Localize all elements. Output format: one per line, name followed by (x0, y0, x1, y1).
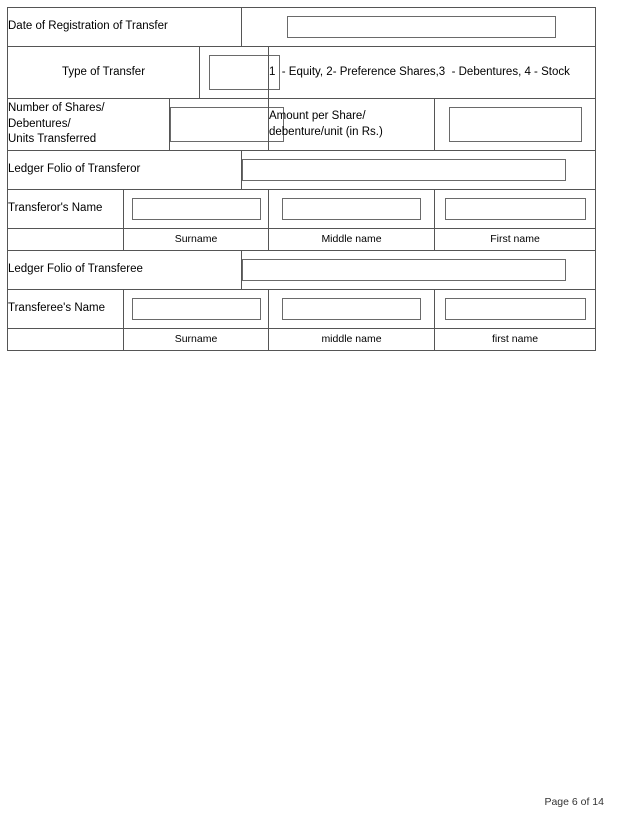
row-ledger-folio-transferee: Ledger Folio of Transferee (7, 250, 596, 291)
transferor-first-name-input[interactable] (444, 198, 586, 220)
label-ledger-folio-transferor: Ledger Folio of Transferor (7, 150, 242, 190)
transferee-surname-input[interactable] (131, 298, 261, 321)
cell-date-of-registration-input (241, 7, 596, 47)
amount-per-share-input[interactable] (448, 107, 582, 142)
transferee-first-name-input[interactable] (444, 298, 586, 321)
transferor-sublabel-middle-name: Middle name (268, 227, 435, 252)
transferee-sublabel-first-name: first name (434, 328, 596, 352)
transferor-surname-input[interactable] (131, 198, 261, 220)
share-transfer-form-table: Date of Registration of Transfer Type of… (7, 7, 596, 352)
cell-transferor-surname-input (123, 189, 269, 229)
label-transferee-name: Transferee's Name (7, 289, 124, 330)
cell-transferee-first-input (434, 289, 596, 330)
cell-transferee-surname-input (123, 289, 269, 330)
row-transferee-name-sublabels: Surname middle name first name (7, 328, 596, 352)
row-transferee-name: Transferee's Name (7, 289, 596, 330)
cell-transferor-middle-input (268, 189, 435, 229)
row-transferor-name-sublabels: Surname Middle name First name (7, 227, 596, 252)
label-ledger-folio-transferee: Ledger Folio of Transferee (7, 250, 242, 291)
label-amount-per-share: Amount per Share/ debenture/unit (in Rs.… (268, 98, 435, 151)
row-ledger-folio-transferor: Ledger Folio of Transferor (7, 150, 596, 190)
row-transferor-name: Transferor's Name (7, 189, 596, 229)
label-transferor-name: Transferor's Name (7, 189, 124, 229)
ledger-folio-transferee-input[interactable] (242, 259, 566, 282)
label-date-of-registration: Date of Registration of Transfer (7, 7, 242, 47)
cell-transferee-middle-input (268, 289, 435, 330)
transferee-middle-name-input[interactable] (282, 298, 421, 321)
transferee-sublabel-spacer (7, 328, 124, 352)
number-of-shares-input[interactable] (170, 107, 284, 142)
ledger-folio-transferor-input[interactable] (242, 159, 566, 181)
transferor-sublabel-surname: Surname (123, 227, 269, 252)
cell-amount-per-share-input (434, 98, 596, 151)
transferor-middle-name-input[interactable] (282, 198, 421, 220)
cell-type-of-transfer-input (199, 46, 280, 99)
date-of-registration-input[interactable] (287, 16, 556, 38)
page-number-footer: Page 6 of 14 (544, 796, 604, 808)
transferee-sublabel-middle-name: middle name (268, 328, 435, 352)
type-of-transfer-legend: 1 - Equity, 2- Preference Shares,3 - Deb… (268, 46, 596, 99)
cell-ledger-folio-transferor-input (241, 150, 596, 190)
row-date-of-registration: Date of Registration of Transfer (7, 7, 596, 47)
label-type-of-transfer: Type of Transfer (7, 46, 200, 99)
label-number-of-shares: Number of Shares/ Debentures/ Units Tran… (7, 98, 170, 151)
transferee-sublabel-surname: Surname (123, 328, 269, 352)
transferor-sublabel-first-name: First name (434, 227, 596, 252)
cell-ledger-folio-transferee-input (241, 250, 596, 291)
cell-number-of-shares-input (169, 98, 284, 151)
cell-transferor-first-input (434, 189, 596, 229)
row-shares-and-amount: Number of Shares/ Debentures/ Units Tran… (7, 98, 596, 151)
transferor-sublabel-spacer (7, 227, 124, 252)
row-type-of-transfer: Type of Transfer 1 - Equity, 2- Preferen… (7, 46, 596, 99)
